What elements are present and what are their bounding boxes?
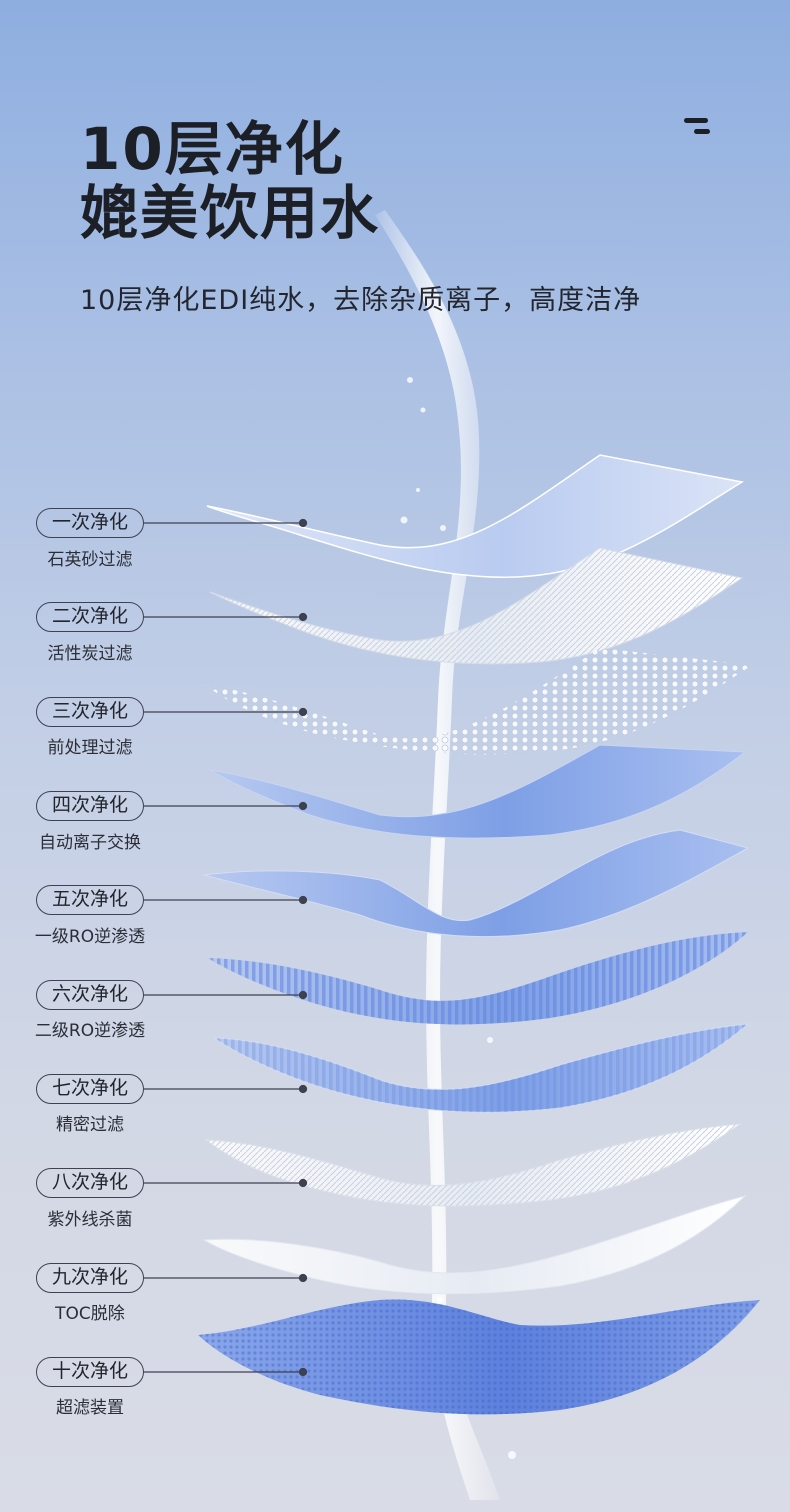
- filter-layer-icon: [206, 648, 752, 755]
- stage-4-pill: 四次净化: [36, 791, 144, 821]
- stage-8-pill: 八次净化: [36, 1168, 144, 1198]
- filter-layer-icon: [202, 1195, 747, 1295]
- stage-5-desc: 一级RO逆渗透: [34, 927, 146, 947]
- leader-lines: [144, 518, 308, 1377]
- filter-layer-icon: [208, 932, 748, 1025]
- stage-2-pill: 二次净化: [36, 602, 144, 632]
- stage-7-pill: 七次净化: [36, 1074, 144, 1104]
- stage-10-desc: 超滤装置: [56, 1398, 124, 1418]
- title-line-1: 10层净化: [80, 115, 345, 183]
- menu-icon[interactable]: [684, 116, 714, 138]
- filter-layer-icon: [206, 454, 745, 578]
- filter-layer-icon: [198, 1299, 760, 1415]
- stage-3-pill: 三次净化: [36, 697, 144, 727]
- stage-9-desc: TOC脱除: [55, 1304, 125, 1324]
- title-line-2: 媲美饮用水: [80, 179, 381, 247]
- stage-9-pill: 九次净化: [36, 1263, 144, 1293]
- filter-layer-icon: [209, 547, 744, 665]
- stage-1-desc: 石英砂过滤: [47, 550, 133, 570]
- filter-layer-icon: [209, 744, 747, 839]
- stage-3-desc: 前处理过滤: [47, 738, 133, 758]
- stage-4-desc: 自动离子交换: [39, 833, 141, 853]
- stage-10-pill: 十次净化: [36, 1357, 144, 1387]
- filter-layer-icon: [203, 829, 750, 938]
- filter-layer-icon: [204, 1123, 742, 1207]
- stage-5-pill: 五次净化: [36, 885, 144, 915]
- stage-2-desc: 活性炭过滤: [47, 644, 133, 664]
- filter-layer-icon: [212, 1023, 750, 1113]
- stage-8-desc: 紫外线杀菌: [47, 1210, 133, 1230]
- subtitle: 10层净化EDI纯水，去除杂质离子，高度洁净: [80, 285, 642, 316]
- stage-6-pill: 六次净化: [36, 980, 144, 1010]
- stage-1-pill: 一次净化: [36, 508, 144, 538]
- stage-6-desc: 二级RO逆渗透: [34, 1021, 146, 1041]
- stage-7-desc: 精密过滤: [56, 1115, 124, 1135]
